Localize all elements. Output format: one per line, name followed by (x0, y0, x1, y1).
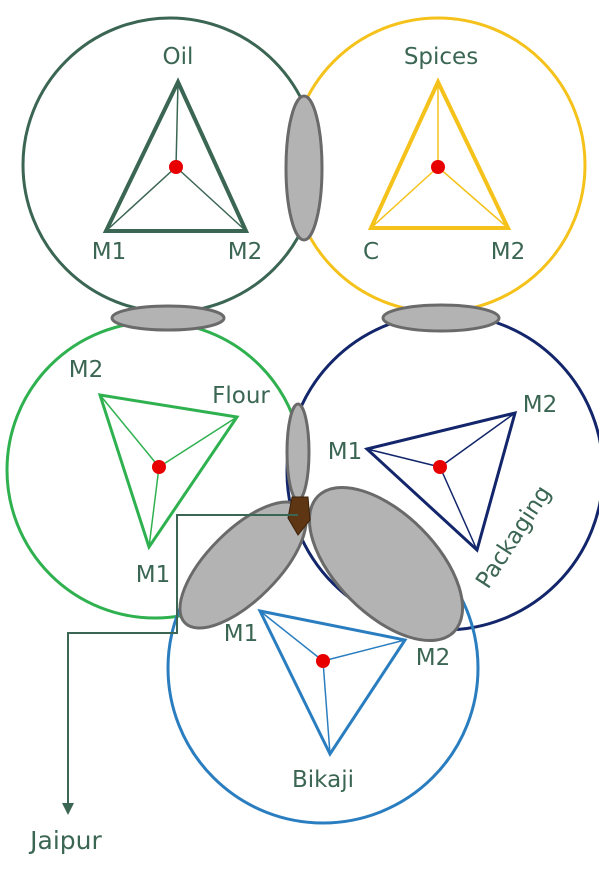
spices-node (431, 160, 445, 174)
spices-label: Spices (404, 44, 478, 70)
oil-network (102, 77, 250, 233)
flour-triangle (97, 393, 240, 551)
flour-packaging-overlap (285, 402, 311, 502)
spices-spoke (437, 166, 509, 229)
packaging-vertex-label-left: M1 (328, 439, 362, 465)
packaging-vertex-label-right: M2 (523, 392, 557, 418)
bikaji-vertex-label-left: M1 (224, 621, 258, 647)
oil-spoke (105, 166, 177, 232)
flour-vertex-label-bottom: M1 (136, 562, 170, 588)
bikaji-node (316, 654, 330, 668)
jaipur-arrowhead (62, 803, 74, 815)
packaging-spoke (439, 466, 478, 551)
packaging-spoke (439, 412, 516, 468)
packaging-triangle (363, 410, 518, 553)
flour-spoke (148, 466, 160, 548)
spices-network (367, 77, 512, 230)
spices-vertex-label-left: C (363, 239, 379, 265)
jaipur-label: Jaipur (28, 826, 102, 855)
packaging-network (363, 410, 518, 553)
flour-network (97, 393, 240, 551)
bikaji-spoke (259, 610, 324, 662)
oil-node (169, 160, 183, 174)
jaipur-arrow-line (67, 514, 298, 805)
packaging-bikaji-overlap (307, 485, 465, 643)
bikaji-triangle (257, 608, 408, 758)
oil-flour-overlap (110, 304, 226, 332)
oil-triangle (102, 77, 250, 233)
bikaji-vertex-label-right: M2 (416, 645, 450, 671)
flour-vertex-label-top: M2 (69, 357, 103, 383)
flour-label: Flour (212, 383, 270, 409)
flour-node (152, 460, 166, 474)
oil-spoke (175, 81, 179, 168)
oil-spoke (175, 166, 247, 232)
spices-vertex-label-right: M2 (491, 239, 525, 265)
spices-triangle (367, 77, 512, 230)
packaging-label: Packaging (471, 481, 556, 593)
oil-label: Oil (163, 44, 194, 70)
packaging-spoke (366, 448, 441, 468)
overlap-regions (110, 94, 501, 643)
bikaji-spoke (322, 639, 406, 662)
bikaji-label: Bikaji (292, 767, 354, 793)
oil-vertex-label-right: M2 (228, 239, 262, 265)
oil-spices-overlap (284, 94, 324, 242)
bikaji-spoke (322, 660, 331, 755)
bikaji-network (257, 608, 408, 758)
flour-spoke (99, 394, 160, 468)
packaging-node (433, 460, 447, 474)
oil-vertex-label-left: M1 (92, 239, 126, 265)
flour-spoke (158, 416, 238, 468)
spices-packaging-overlap (381, 303, 501, 333)
spices-spoke (370, 166, 439, 229)
